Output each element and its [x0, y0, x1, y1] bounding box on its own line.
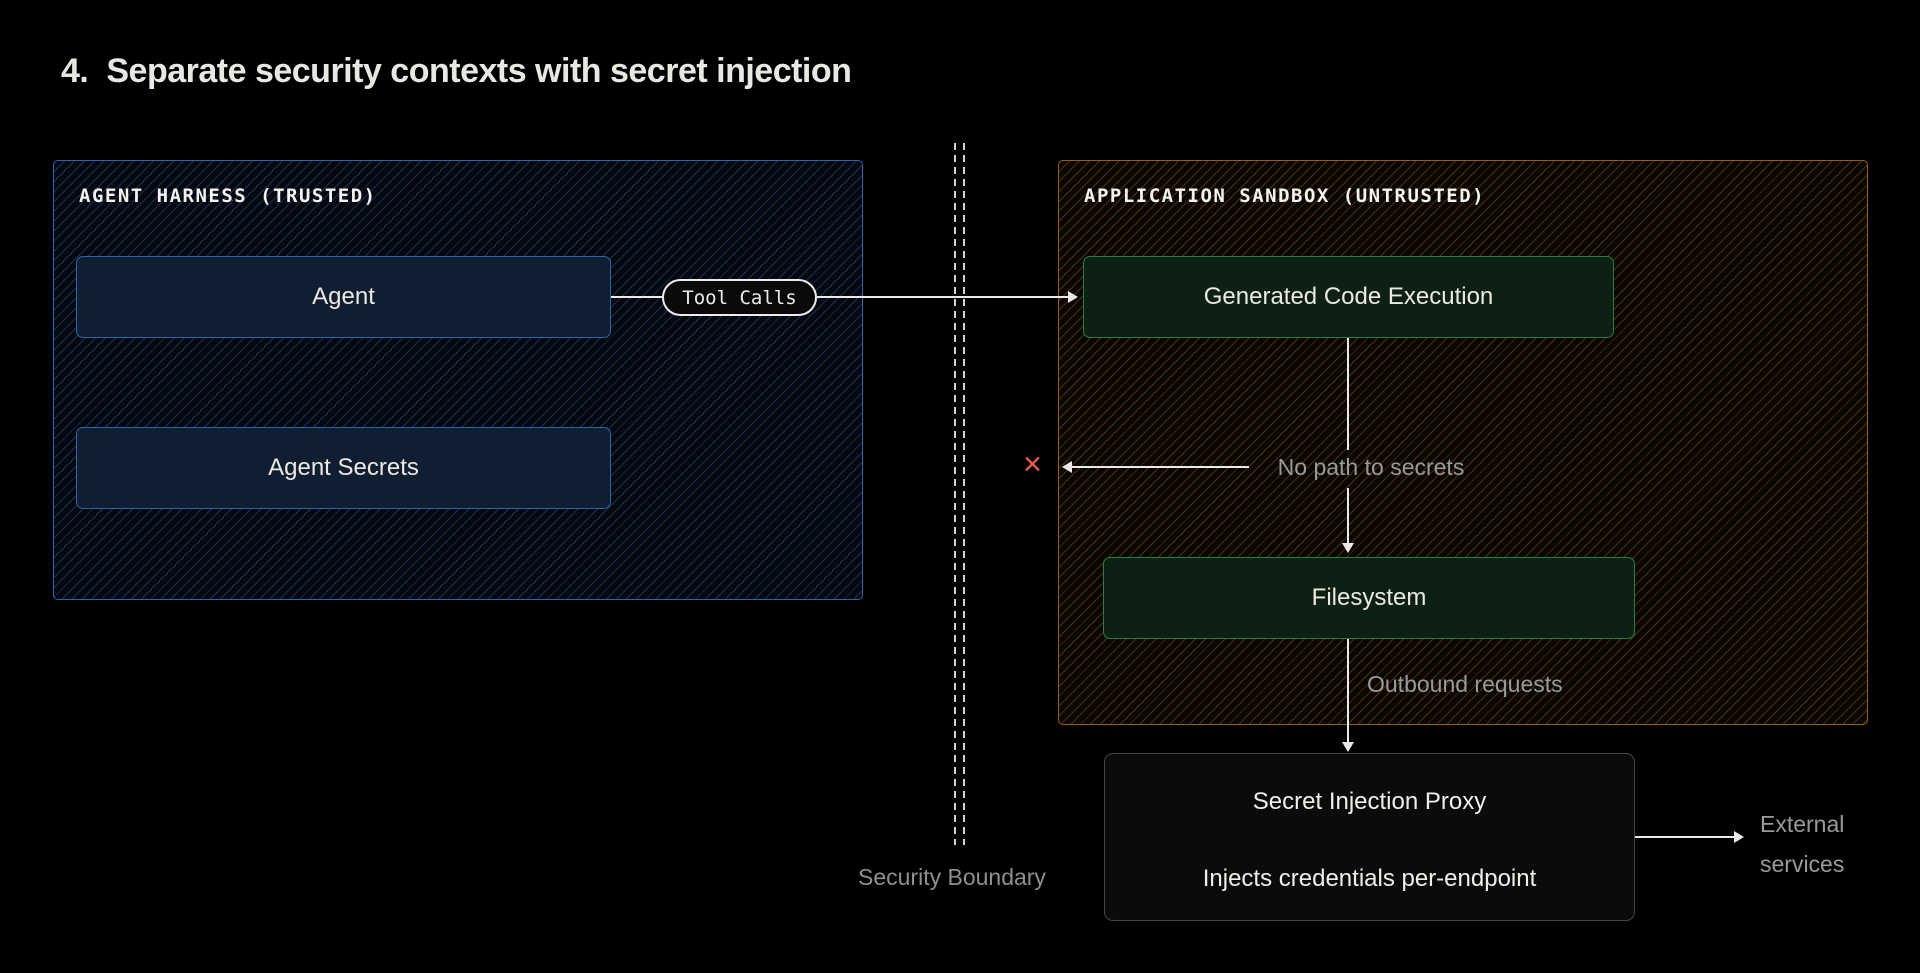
filesystem-node-label: Filesystem: [1311, 584, 1427, 611]
no-path-arrowhead-icon: [1062, 461, 1072, 473]
agent-harness-header: AGENT HARNESS (TRUSTED): [79, 185, 377, 207]
agent-to-toolcalls-line: [611, 296, 662, 298]
proxy-to-external-arrowhead-icon: [1734, 831, 1744, 843]
application-sandbox-header: APPLICATION SANDBOX (UNTRUSTED): [1084, 185, 1486, 207]
outbound-requests-label: Outbound requests: [1367, 671, 1563, 697]
page-title-text: Separate security contexts with secret i…: [106, 52, 852, 90]
agent-node: Agent: [76, 256, 611, 338]
blocked-x-icon: ✕: [1022, 451, 1043, 479]
external-services-line1: External: [1760, 811, 1845, 837]
page-title-number: 4.: [61, 52, 89, 90]
tool-calls-badge-label: Tool Calls: [682, 286, 797, 309]
exec-to-filesystem-arrowhead-icon: [1342, 543, 1354, 553]
toolcalls-to-exec-line: [817, 296, 1069, 298]
external-services-label: External services: [1760, 804, 1844, 884]
secret-injection-proxy-title: Secret Injection Proxy: [1252, 788, 1487, 815]
security-boundary-line-right: [963, 143, 965, 845]
agent-harness-panel: AGENT HARNESS (TRUSTED): [53, 160, 863, 600]
security-boundary-label: Security Boundary: [858, 864, 1046, 890]
agent-secrets-node-label: Agent Secrets: [268, 454, 419, 481]
application-sandbox-panel: APPLICATION SANDBOX (UNTRUSTED): [1058, 160, 1868, 725]
exec-down-line-upper: [1347, 338, 1349, 450]
generated-code-execution-label: Generated Code Execution: [1203, 283, 1494, 310]
page-title: 4. Separate security contexts with secre…: [61, 52, 852, 91]
filesystem-to-proxy-arrowhead-icon: [1342, 742, 1354, 752]
proxy-to-external-line: [1635, 836, 1735, 838]
filesystem-to-proxy-line: [1347, 639, 1349, 743]
security-boundary-line-left: [954, 143, 956, 845]
secret-injection-proxy-node: Secret Injection Proxy Injects credentia…: [1104, 753, 1635, 921]
agent-secrets-node: Agent Secrets: [76, 427, 611, 509]
secret-injection-proxy-subtitle: Injects credentials per-endpoint: [1202, 865, 1537, 892]
toolcalls-arrowhead-icon: [1068, 291, 1078, 303]
tool-calls-badge: Tool Calls: [662, 279, 817, 316]
no-path-line: [1072, 466, 1249, 468]
no-path-to-secrets-label: No path to secrets: [1277, 454, 1465, 480]
filesystem-node: Filesystem: [1103, 557, 1635, 639]
agent-node-label: Agent: [312, 283, 375, 310]
exec-down-line-lower: [1347, 488, 1349, 544]
generated-code-execution-node: Generated Code Execution: [1083, 256, 1614, 338]
external-services-line2: services: [1760, 851, 1845, 877]
